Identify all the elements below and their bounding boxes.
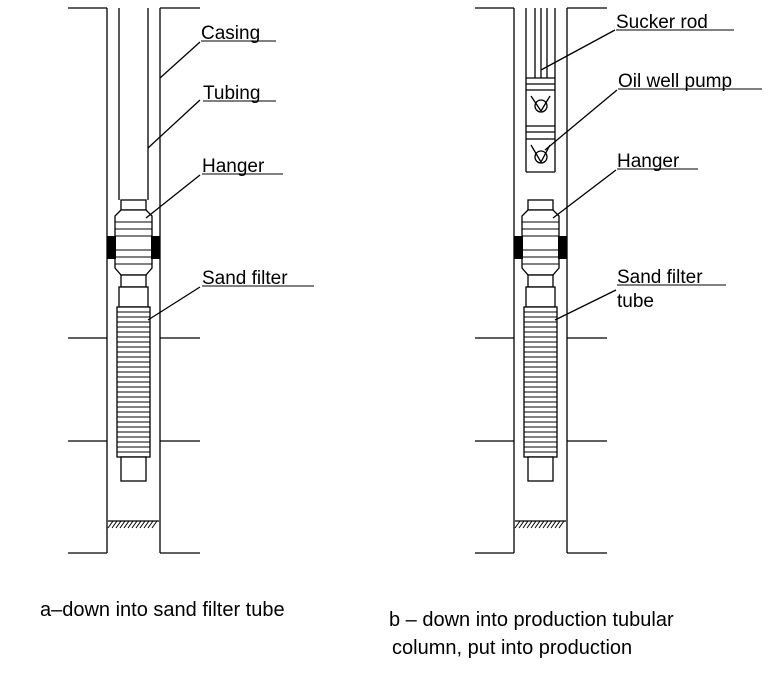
casing-a bbox=[68, 7, 200, 554]
hatch-stroke bbox=[546, 520, 553, 529]
caption-b-line1: b – down into production tubular bbox=[389, 609, 674, 631]
label-hanger-b: Hanger bbox=[617, 151, 680, 172]
label-sand-filter: Sand filter bbox=[202, 268, 288, 289]
tubing-a bbox=[118, 8, 149, 200]
hatch-stroke bbox=[143, 520, 150, 529]
caption-b-line2: column, put into production bbox=[392, 637, 632, 659]
caption-a: a–down into sand filter tube bbox=[40, 599, 285, 621]
panel-a: Casing Tubing Hanger Sand filter a–down … bbox=[40, 7, 314, 621]
label-sucker-rod: Sucker rod bbox=[616, 12, 708, 33]
hatch-stroke bbox=[139, 520, 146, 529]
casing-b bbox=[475, 7, 607, 554]
hatch-stroke bbox=[151, 520, 158, 529]
hatch-stroke bbox=[538, 520, 545, 529]
hanger-b bbox=[514, 199, 567, 288]
hatch-stroke bbox=[514, 520, 521, 529]
hatch-stroke bbox=[518, 520, 525, 529]
oil-well-pump-b bbox=[526, 77, 555, 164]
leaders-a bbox=[145, 41, 201, 321]
hatch-stroke bbox=[107, 520, 114, 529]
label-tubing: Tubing bbox=[203, 83, 260, 104]
hatch-stroke bbox=[558, 520, 565, 529]
hatch-stroke bbox=[119, 520, 126, 529]
leaders-b bbox=[540, 29, 618, 321]
hatch-stroke bbox=[554, 520, 561, 529]
label-hanger: Hanger bbox=[202, 156, 265, 177]
hatch-stroke bbox=[115, 520, 122, 529]
sand-filter-a bbox=[116, 286, 151, 482]
hatch-stroke bbox=[135, 520, 142, 529]
bottom-hatch-a bbox=[107, 520, 159, 529]
hatch-stroke bbox=[526, 520, 533, 529]
bottom-hatch-b bbox=[514, 520, 566, 529]
hatch-stroke bbox=[530, 520, 537, 529]
hatch-stroke bbox=[542, 520, 549, 529]
sand-filter-b bbox=[523, 286, 558, 482]
label-oil-well-pump: Oil well pump bbox=[618, 71, 732, 92]
label-sand-filter-b-line2: tube bbox=[617, 291, 654, 312]
hatch-stroke bbox=[131, 520, 138, 529]
hatch-stroke bbox=[550, 520, 557, 529]
label-casing: Casing bbox=[201, 23, 260, 44]
hatch-stroke bbox=[522, 520, 529, 529]
hatch-stroke bbox=[127, 520, 134, 529]
hanger-a bbox=[107, 199, 160, 288]
panel-b: Sucker rod Oil well pump Hanger Sand fil… bbox=[389, 7, 762, 659]
label-sand-filter-b: Sand filter bbox=[617, 267, 703, 288]
hatch-stroke bbox=[534, 520, 541, 529]
hatch-stroke bbox=[111, 520, 118, 529]
hatch-stroke bbox=[123, 520, 130, 529]
hatch-stroke bbox=[147, 520, 154, 529]
